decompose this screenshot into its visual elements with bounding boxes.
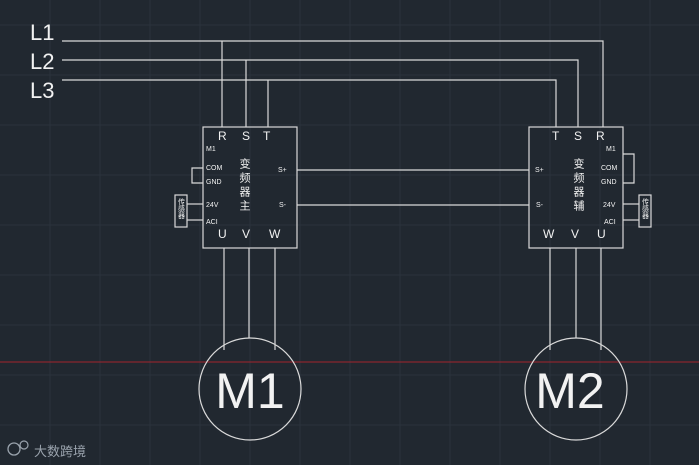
vfd-main-terminal-s-plus: S+ bbox=[278, 167, 287, 174]
vfd-aux-terminal-v: V bbox=[571, 227, 579, 241]
vfd-aux: T S R W V U S+ S- M1 COM GND 24V ACI 变频器… bbox=[528, 126, 652, 249]
vfd-aux-terminal-24v: 24V bbox=[603, 202, 616, 209]
vfd-main-terminal-m1: M1 bbox=[206, 146, 216, 153]
vfd-main-sensor-label: 传感器 bbox=[178, 197, 186, 220]
vfd-main-sensor bbox=[174, 194, 188, 228]
vfd-aux-terminal-s: S bbox=[574, 129, 582, 143]
watermark-text: 大数跨境 bbox=[34, 444, 86, 459]
vfd-aux-title: 变频器辅 bbox=[572, 157, 585, 214]
vfd-main-terminal-s-minus: S- bbox=[279, 202, 287, 209]
vfd-aux-terminal-u: U bbox=[597, 227, 606, 241]
vfd-aux-terminal-com: COM bbox=[601, 165, 618, 172]
vfd-aux-sensor-label: 传感器 bbox=[642, 197, 650, 220]
phase-label-l3: L3 bbox=[30, 78, 54, 103]
vfd-aux-terminal-r: R bbox=[596, 129, 605, 143]
vfd-main-terminal-u: U bbox=[218, 227, 227, 241]
motor-m1-label: M1 bbox=[215, 363, 284, 419]
vfd-main-terminal-w: W bbox=[269, 227, 281, 241]
motor-m1: M1 bbox=[198, 337, 302, 441]
vfd-main-terminal-aci: ACI bbox=[206, 219, 218, 226]
vfd-aux-sensor bbox=[638, 194, 652, 228]
phase-label-l1: L1 bbox=[30, 20, 54, 45]
watermark: 大数跨境 bbox=[7, 440, 86, 459]
phase-bus bbox=[62, 40, 604, 127]
vfd-main-title: 变频器主 bbox=[238, 157, 251, 214]
vfd-aux-terminal-s-plus: S+ bbox=[535, 167, 544, 174]
vfd-main-terminal-t: T bbox=[263, 129, 271, 143]
vfd-main-terminal-v: V bbox=[242, 227, 250, 241]
phase-label-l2: L2 bbox=[30, 49, 54, 74]
vfd-aux-terminal-s-minus: S- bbox=[536, 202, 544, 209]
vfd-main-terminal-24v: 24V bbox=[206, 202, 219, 209]
vfd-aux-terminal-gnd: GND bbox=[601, 179, 617, 186]
vfd-main: R S T U V W M1 COM GND 24V ACI S+ S- 变频器… bbox=[174, 126, 298, 249]
vfd-aux-terminal-w: W bbox=[543, 227, 555, 241]
vfd-aux-terminal-t: T bbox=[552, 129, 560, 143]
comm-lines bbox=[297, 169, 529, 206]
vfd-main-terminal-gnd: GND bbox=[206, 179, 222, 186]
vfd-main-terminal-com: COM bbox=[206, 165, 223, 172]
motor-feeds bbox=[223, 248, 602, 350]
vfd-main-terminal-s: S bbox=[242, 129, 250, 143]
vfd-main-terminal-r: R bbox=[218, 129, 227, 143]
motor-m2: M2 bbox=[524, 337, 628, 441]
vfd-aux-terminal-m1: M1 bbox=[606, 146, 616, 153]
vfd-aux-terminal-aci: ACI bbox=[604, 219, 616, 226]
motor-m2-label: M2 bbox=[535, 363, 604, 419]
